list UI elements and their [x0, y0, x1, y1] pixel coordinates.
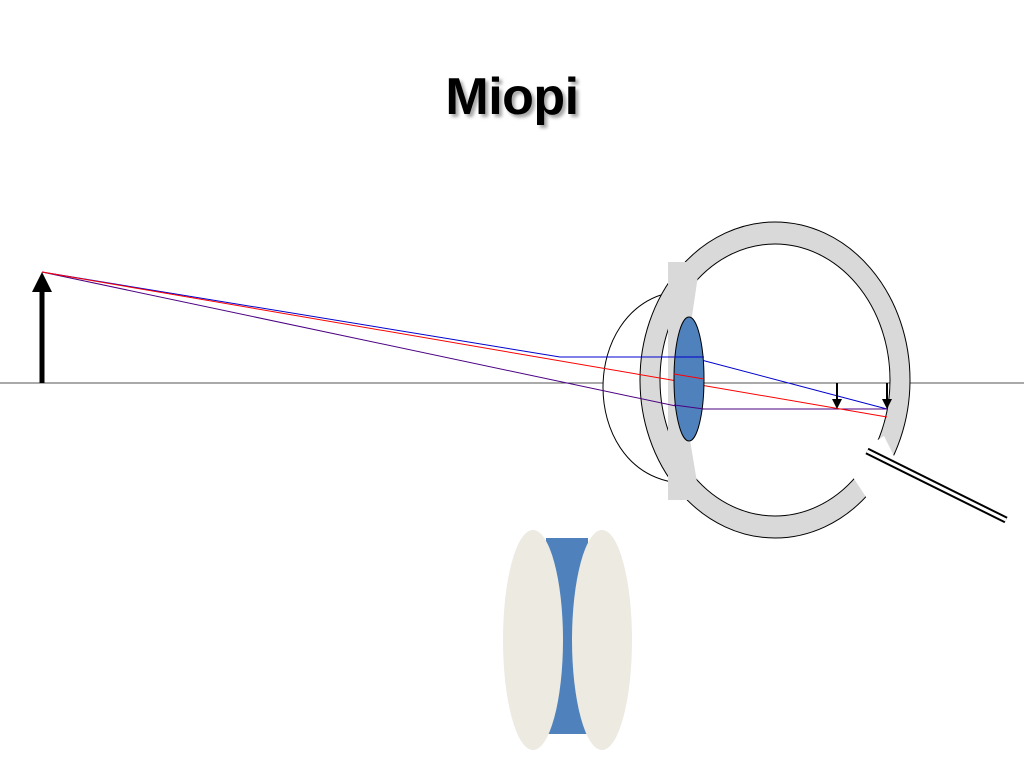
concave-lens-right-side [572, 530, 632, 750]
eye-lens [673, 316, 705, 442]
page-title: Miopi [445, 68, 579, 126]
image-arrow-retina [882, 383, 892, 409]
light-rays [41, 271, 888, 418]
object-arrow [32, 272, 52, 383]
concave-lens-left-side [503, 530, 563, 750]
image-arrow-focus [832, 383, 842, 409]
ray-upper [41, 271, 888, 410]
concave-lens [503, 530, 632, 750]
ray-central [41, 271, 888, 418]
optic-nerve [865, 447, 1008, 524]
